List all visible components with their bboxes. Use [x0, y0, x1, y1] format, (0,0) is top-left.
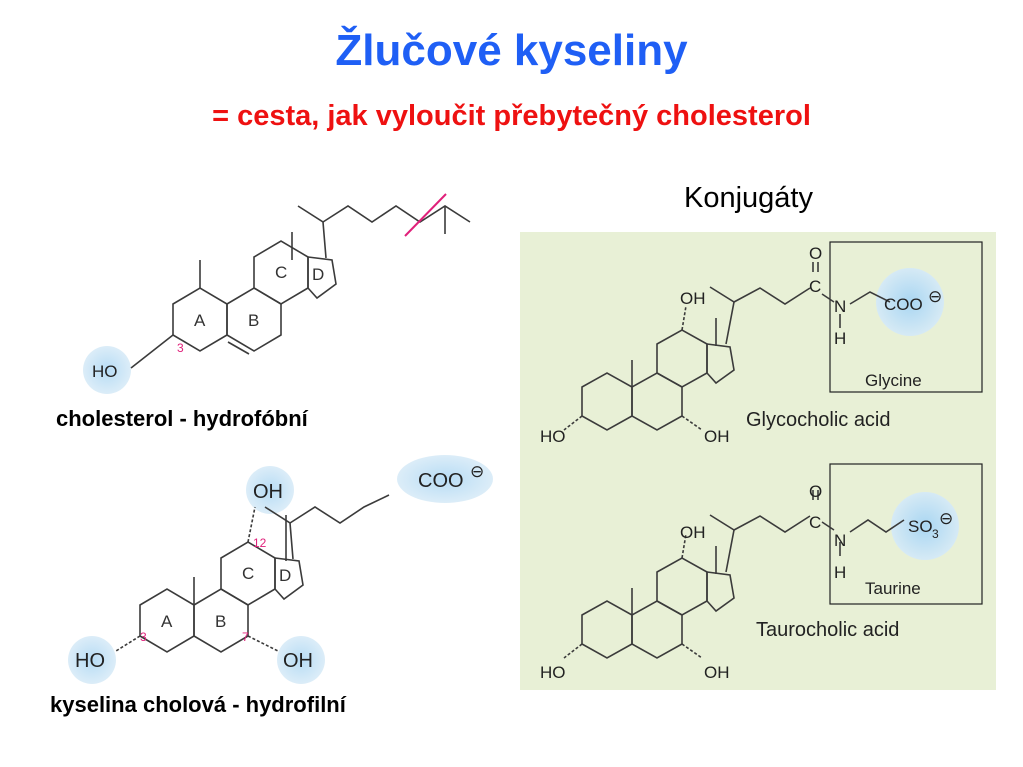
- glycine-box-label: Glycine: [865, 371, 922, 390]
- tauro-so3-subscript: 3: [932, 527, 939, 541]
- glyco-oh-top-label: OH: [680, 289, 706, 308]
- glyco-o-label: O: [809, 244, 822, 263]
- tauro-oh-right-label: OH: [704, 663, 730, 682]
- cholic-acid-structure: OH HO OH COO ⊖ 3 7 12 A B C D: [68, 455, 493, 684]
- glycine-box: [829, 241, 983, 393]
- glyco-oh-right-label: OH: [704, 427, 730, 446]
- cholic-ring-c: C: [242, 564, 254, 583]
- tauro-h-label: H: [834, 563, 846, 582]
- cholic-oh-right-label: OH: [283, 650, 313, 672]
- conjugates-heading: Konjugáty: [684, 182, 813, 214]
- coo-highlight: [397, 455, 493, 503]
- cholesterol-ring-b: B: [248, 311, 259, 330]
- glycine-coo-highlight: [876, 268, 944, 336]
- cholesterol-ho-label: HO: [92, 362, 118, 381]
- tauro-n-label: N: [834, 531, 846, 550]
- cholic-ho-left-label: HO: [75, 650, 105, 672]
- glyco-coo-label: COO: [884, 295, 923, 314]
- cholic-position-7: 7: [242, 630, 249, 644]
- glycocholic-acid-name: Glycocholic acid: [746, 409, 891, 431]
- ho-highlight: [83, 346, 131, 394]
- cholic-ring-a: A: [161, 612, 173, 631]
- glycocholic-acid-structure: OH HO OH O C N H COO ⊖ Glycine Glycochol…: [540, 241, 983, 446]
- taurocholic-acid-name: Taurocholic acid: [756, 619, 899, 641]
- cholesterol-position-3: 3: [177, 341, 184, 355]
- cholesterol-ring-a: A: [194, 311, 206, 330]
- cholic-charge-label: ⊖: [470, 462, 484, 481]
- taurine-box-label: Taurine: [865, 579, 921, 598]
- tauro-o-label: O: [809, 482, 822, 501]
- taurocholic-acid-structure: OH HO OH O C N H SO 3 ⊖ Taurine Taurocho…: [540, 463, 983, 682]
- ho-left-highlight: [68, 636, 116, 684]
- tauro-so3-label: SO: [908, 517, 933, 536]
- cholesterol-ring-d: D: [312, 265, 324, 284]
- tauro-ho-left-label: HO: [540, 663, 566, 682]
- glyco-n-label: N: [834, 297, 846, 316]
- glyco-h-label: H: [834, 329, 846, 348]
- cholic-ring-d: D: [279, 566, 291, 585]
- cholesterol-structure: HO 3 A B C D: [83, 193, 471, 394]
- cholic-position-12: 12: [253, 536, 267, 550]
- cholesterol-caption: cholesterol - hydrofóbní: [56, 406, 308, 431]
- glyco-charge-label: ⊖: [928, 287, 942, 306]
- cholesterol-ring-c: C: [275, 263, 287, 282]
- cholic-oh-top-label: OH: [253, 481, 283, 503]
- glyco-ho-left-label: HO: [540, 427, 566, 446]
- tauro-charge-label: ⊖: [939, 509, 953, 528]
- cholic-coo-label: COO: [418, 470, 464, 492]
- slide-title: Žlučové kyseliny: [335, 26, 688, 75]
- cholic-acid-caption: kyselina cholová - hydrofilní: [50, 692, 346, 717]
- cholic-position-3: 3: [140, 630, 147, 644]
- tauro-oh-top-label: OH: [680, 523, 706, 542]
- taurine-so3-highlight: [891, 492, 959, 560]
- oh-top-highlight: [246, 466, 294, 514]
- tauro-c-label: C: [809, 513, 821, 532]
- glyco-c-label: C: [809, 277, 821, 296]
- slide-subtitle: = cesta, jak vyloučit přebytečný cholest…: [212, 100, 811, 132]
- oh-right-highlight: [277, 636, 325, 684]
- taurine-box: [829, 463, 983, 605]
- cholic-ring-b: B: [215, 612, 226, 631]
